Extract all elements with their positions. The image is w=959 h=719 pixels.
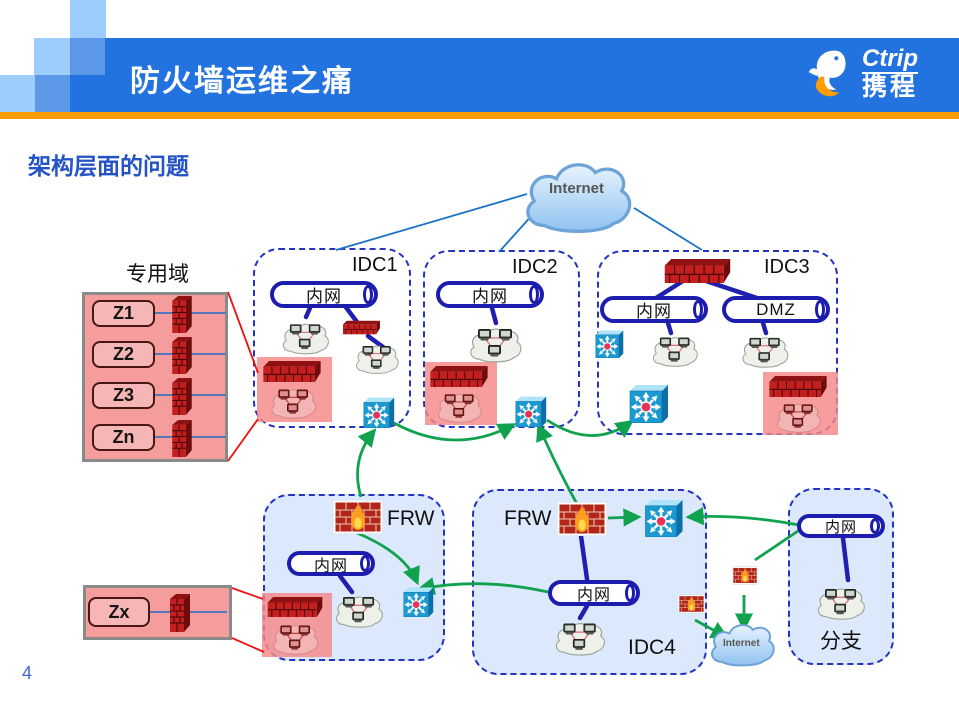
zone-overlay-idc3 [763, 372, 838, 435]
pc-cloud-zone-idc3 [770, 394, 828, 435]
logo-brand-cn-text: 携程 [862, 72, 919, 101]
dmz-pill-idc3: DMZ [722, 296, 830, 323]
firewall-idc1 [343, 317, 380, 338]
pc-cloud-idc1-a [279, 311, 333, 359]
zone-z2: Z2 [92, 341, 155, 368]
switch-idc4 [644, 498, 684, 537]
ctrip-logo: Ctrip 携程 [806, 44, 919, 102]
pc-cloud-idc3-b [735, 327, 796, 370]
firewall-idc4-edge [678, 587, 705, 621]
pc-cloud-zone-left [267, 615, 325, 657]
zone-overlay-left [262, 593, 332, 657]
branch-label: 分支 [820, 630, 862, 653]
title-bar-step [70, 75, 105, 112]
deco-square [70, 0, 106, 38]
switch-left [403, 586, 434, 617]
dolphin-icon [808, 50, 846, 97]
idc4-label: IDC4 [628, 636, 676, 659]
pc-cloud-idc2 [464, 317, 528, 365]
firewall-zn [172, 420, 192, 457]
frw-left-label: FRW [387, 507, 435, 530]
firewall-idc3-top [664, 259, 731, 283]
pc-cloud-branch [811, 578, 872, 622]
deco-square [34, 38, 70, 75]
intranet-pill-branch: 内网 [797, 514, 885, 538]
firewall-z3 [172, 378, 192, 415]
switch-idc3-edge [595, 329, 624, 358]
zone-z3: Z3 [92, 382, 155, 409]
switch-idc3-core [629, 383, 669, 423]
switch-idc2 [515, 395, 547, 427]
firewall-frw-idc4 [557, 502, 607, 536]
pc-cloud-idc4 [549, 612, 612, 658]
intranet-pill-idc2: 内网 [436, 281, 544, 308]
pc-cloud-zone-idc2 [431, 384, 489, 425]
frw-idc4-label: FRW [504, 507, 552, 530]
logo-brand-text: Ctrip [862, 46, 919, 74]
zone-z1: Z1 [92, 300, 155, 327]
pc-cloud-idc3-a [645, 327, 706, 369]
pc-cloud-left [329, 586, 390, 630]
firewall-frw-left [333, 500, 383, 534]
intranet-pill-left: 内网 [287, 551, 375, 576]
intranet-pill-idc1: 内网 [270, 281, 378, 308]
intranet-pill-idc3: 内网 [600, 296, 708, 323]
internet-bottom-label: Internet [723, 638, 760, 649]
firewall-egress [732, 557, 758, 594]
zone-overlay-idc1 [257, 357, 332, 422]
section-title: 架构层面的问题 [28, 153, 189, 179]
switch-idc1 [363, 396, 395, 428]
internet-top-label: Internet [549, 180, 605, 197]
idc1-label: IDC1 [352, 254, 398, 276]
firewall-z1 [172, 296, 192, 333]
accent-line [0, 112, 959, 119]
pc-cloud-zone-idc1 [264, 379, 324, 421]
idc3-label: IDC3 [764, 256, 810, 278]
slide-title: 防火墙运维之痛 [130, 65, 354, 98]
deco-square [0, 75, 35, 112]
pc-cloud-idc1-b [352, 336, 403, 376]
idc2-label: IDC2 [512, 256, 558, 278]
page-number: 4 [22, 663, 33, 683]
firewall-zx [170, 594, 190, 632]
dedicated-domain-label: 专用域 [126, 263, 189, 286]
zone-zx: Zx [88, 597, 150, 627]
intranet-pill-idc4: 内网 [548, 580, 640, 606]
deco-square [35, 75, 70, 112]
zone-overlay-idc2 [425, 362, 497, 425]
zone-zn: Zn [92, 424, 155, 451]
firewall-zone-left [266, 597, 324, 617]
deco-square [70, 38, 105, 75]
firewall-z2 [172, 337, 192, 374]
